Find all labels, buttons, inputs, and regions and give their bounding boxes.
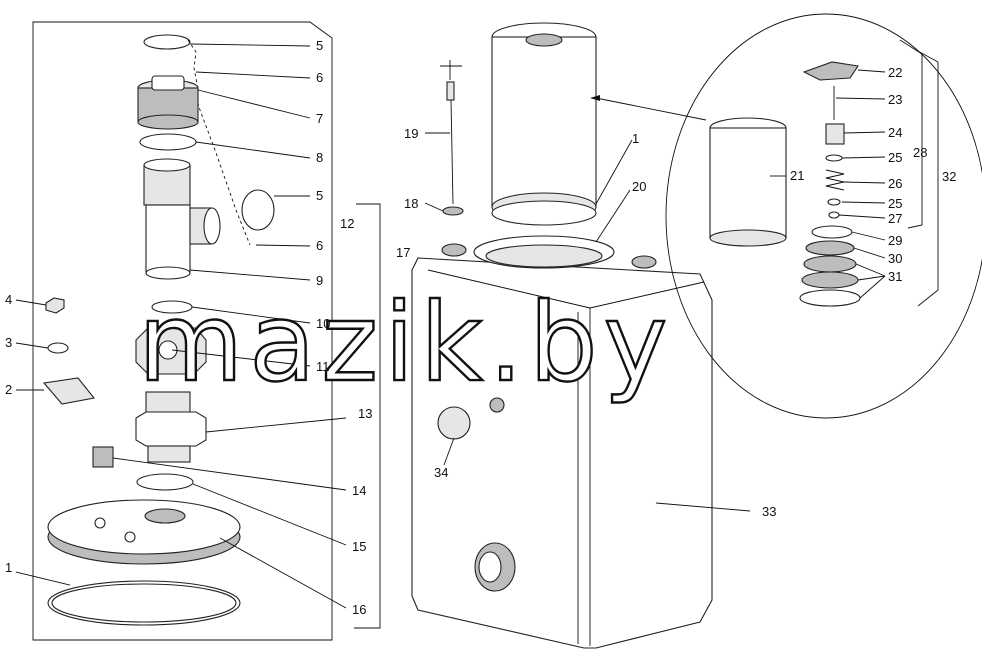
callout-24: 24	[888, 125, 902, 140]
filter-element	[491, 22, 597, 226]
callout-12: 12	[340, 216, 354, 231]
callout-19: 19	[404, 126, 418, 141]
callout-6b: 6	[316, 238, 323, 253]
leader-lines	[15, 43, 886, 609]
left-assembly-panel	[32, 21, 333, 641]
callout-8: 8	[316, 150, 323, 165]
callout-5b: 5	[316, 188, 323, 203]
dipstick	[440, 60, 464, 216]
callout-22: 22	[888, 65, 902, 80]
callout-31: 31	[888, 269, 902, 284]
plug-part	[92, 446, 114, 468]
callout-30: 30	[888, 251, 902, 266]
callout-4: 4	[5, 292, 12, 307]
callout-21: 21	[790, 168, 804, 183]
callout-10: 10	[316, 316, 330, 331]
callout-34: 34	[434, 465, 448, 480]
hydraulic-tank	[411, 235, 713, 649]
callout-1-left: 1	[5, 560, 12, 575]
callout-28: 28	[913, 145, 927, 160]
callout-20: 20	[632, 179, 646, 194]
callout-9: 9	[316, 273, 323, 288]
callout-17: 17	[396, 245, 410, 260]
bracket-part	[42, 377, 96, 405]
ring-part-2	[241, 189, 275, 231]
drain-plug	[437, 406, 471, 440]
callout-27: 27	[888, 211, 902, 226]
ring-part	[143, 34, 191, 50]
callout-6: 6	[316, 70, 323, 85]
callout-23: 23	[888, 92, 902, 107]
filter-detail-circle	[590, 13, 982, 419]
washer-part	[47, 342, 69, 354]
gasket-part	[139, 133, 197, 151]
filler-neck-tee	[145, 204, 191, 274]
callout-25b: 25	[888, 196, 902, 211]
callout-33: 33	[762, 504, 776, 519]
o-ring	[136, 473, 194, 491]
callout-14: 14	[352, 483, 366, 498]
callout-25a: 25	[888, 150, 902, 165]
watermark-text: mazik.by	[138, 281, 673, 406]
callout-2: 2	[5, 382, 12, 397]
callout-11: 11	[316, 359, 330, 374]
callout-5: 5	[316, 38, 323, 53]
callout-15: 15	[352, 539, 366, 554]
nut-part	[45, 297, 65, 314]
mounting-flange	[47, 499, 241, 555]
callout-18: 18	[404, 196, 418, 211]
callout-7: 7	[316, 111, 323, 126]
callout-labels: 5 6 7 8 5 6 9 10 11 12 13 14 15 16 1 4 3…	[5, 38, 956, 617]
callout-3: 3	[5, 335, 12, 350]
callout-13: 13	[358, 406, 372, 421]
callout-1-tank: 1	[632, 131, 639, 146]
callout-16: 16	[352, 602, 366, 617]
callout-26: 26	[888, 176, 902, 191]
callout-32: 32	[942, 169, 956, 184]
callout-29: 29	[888, 233, 902, 248]
